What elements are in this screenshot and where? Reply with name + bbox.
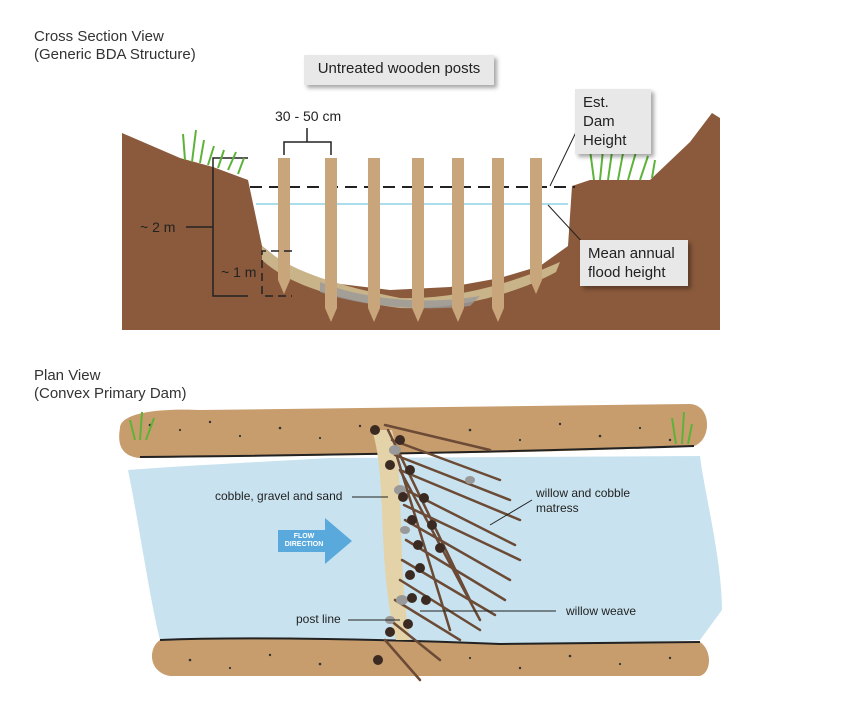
willow-weave-label: willow weave [566, 604, 637, 618]
depth-2m-label: ~ 2 m [140, 219, 176, 235]
post [412, 158, 424, 322]
dam-height-callout: Est. Dam Height [575, 89, 651, 154]
cross-section-title-line1: Cross Section View [34, 28, 164, 45]
bottom-bank [151, 638, 709, 676]
dam-height-line1: Est. Dam [583, 94, 615, 130]
spacing-label: 30 - 50 cm [275, 108, 342, 124]
flood-line2: flood height [588, 264, 666, 281]
post [530, 158, 542, 294]
plan-grass [129, 411, 693, 445]
willow-sticks [383, 423, 522, 682]
willow-cobble-label: willow and cobble matress [536, 486, 630, 516]
post [278, 158, 290, 294]
dam-height-line2: Height [583, 132, 627, 149]
plan-view-title-line1: Plan View [34, 367, 101, 384]
flow-line1: FLOW [293, 533, 315, 540]
dam-height-leader [549, 127, 579, 187]
post [492, 158, 504, 322]
cobble-label: cobble, gravel and sand [215, 489, 343, 503]
flow-arrow [278, 518, 352, 564]
flood-line1: Mean annual [588, 245, 675, 262]
plan-view-title-line2: (Convex Primary Dam) [34, 385, 187, 402]
post [325, 158, 337, 322]
soil-profile [122, 113, 720, 330]
posts [278, 158, 542, 322]
depth-1m-label: ~ 1 m [221, 264, 257, 280]
willow-cobble-leader [489, 499, 533, 526]
flow-line2: DIRECTION [284, 541, 324, 548]
posts-callout-text: Untreated wooden posts [317, 60, 481, 77]
depth-1m-bracket [261, 250, 292, 297]
post-line-dots [370, 425, 445, 665]
flood-leader [547, 204, 586, 246]
posts-callout: Untreated wooden posts [304, 55, 494, 85]
cross-section-title: Cross Section View (Generic BDA Structur… [34, 28, 196, 64]
gravel-fill [320, 282, 480, 309]
post [452, 158, 464, 322]
cross-section-title-line2: (Generic BDA Structure) [34, 46, 196, 63]
flood-height-callout: Mean annual flood height [580, 240, 688, 286]
plan-view-title: Plan View (Convex Primary Dam) [34, 367, 187, 403]
flow-direction-label: FLOW DIRECTION [280, 533, 328, 549]
cobbles [385, 445, 475, 624]
sand-band [372, 430, 410, 640]
post [368, 158, 380, 322]
post-line-label: post line [296, 612, 341, 626]
grass-left [182, 129, 245, 175]
willow-cobble-line2: matress [536, 501, 579, 515]
willow-cobble-line1: willow and cobble [536, 486, 631, 500]
